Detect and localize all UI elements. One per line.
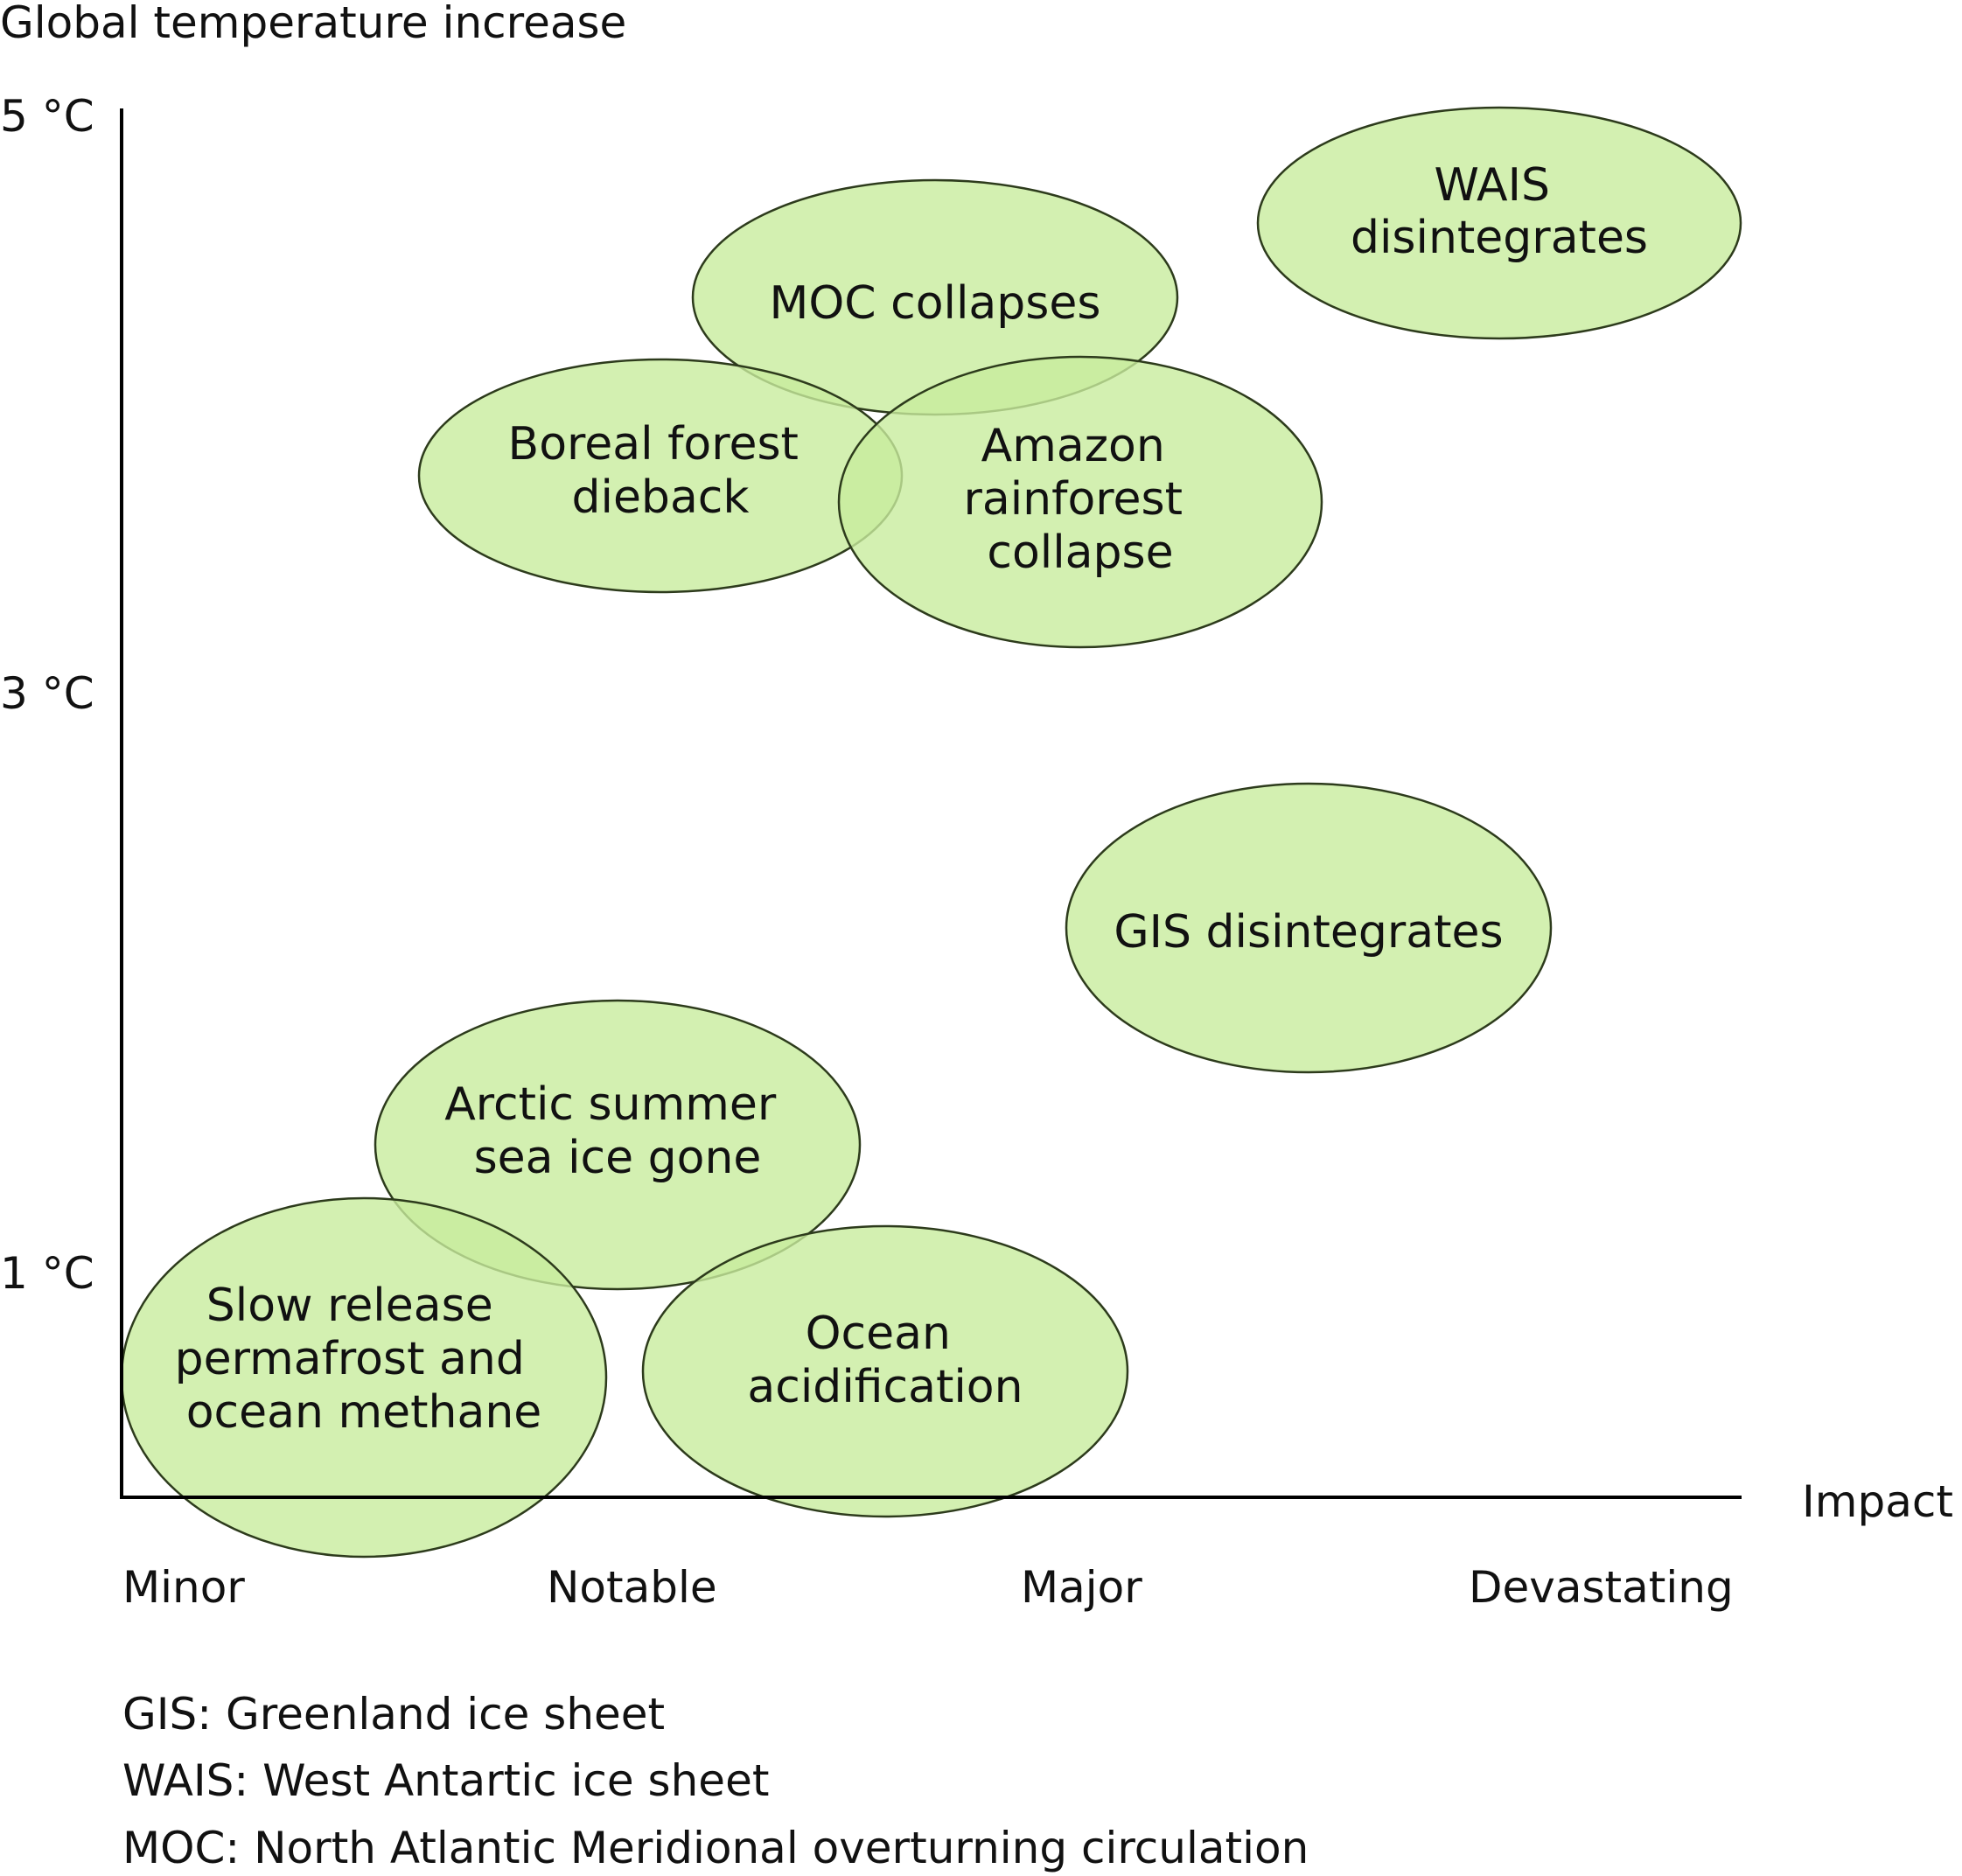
- label-amazon: Amazon rainforest collapse: [963, 420, 1197, 579]
- y-tick-3c: 3 °C: [0, 668, 94, 719]
- note-moc: MOC: North Atlantic Meridional overturni…: [122, 1823, 1309, 1873]
- y-tick-1c: 1 °C: [0, 1248, 94, 1299]
- label-boreal-line-1: Boreal forest: [508, 418, 799, 471]
- label-moc-line-1: MOC collapses: [770, 277, 1101, 330]
- ellipse-arctic: [374, 999, 862, 1291]
- label-amazon-line-1: Amazon: [981, 420, 1165, 472]
- label-moc: MOC collapses: [770, 277, 1101, 330]
- label-ocean-acid-line-2: acidification: [747, 1361, 1023, 1413]
- x-tick-minor: Minor: [122, 1562, 245, 1613]
- label-permafrost: Slow release permafrost and ocean methan…: [175, 1280, 542, 1439]
- label-arctic-line-1: Arctic summer: [444, 1078, 777, 1131]
- label-amazon-line-3: collapse: [987, 527, 1173, 579]
- label-wais-line-2: disintegrates: [1351, 212, 1648, 264]
- ellipse-ocean-acid: [641, 1224, 1129, 1518]
- label-arctic: Arctic summer sea ice gone: [444, 1078, 791, 1184]
- x-tick-major: Major: [1021, 1562, 1142, 1613]
- label-gis: GIS disintegrates: [1114, 906, 1503, 959]
- y-axis-title: Global temperature increase: [0, 0, 626, 48]
- label-ocean-acid: Ocean acidification: [747, 1308, 1023, 1413]
- ellipse-layer: [120, 106, 1742, 1559]
- label-ocean-acid-line-1: Ocean: [806, 1308, 951, 1360]
- label-boreal: Boreal forest dieback: [508, 418, 813, 524]
- label-gis-line-1: GIS disintegrates: [1114, 906, 1503, 959]
- label-arctic-line-2: sea ice gone: [474, 1132, 762, 1184]
- x-axis-title: Impact: [1802, 1476, 1953, 1527]
- y-tick-5c: 5 °C: [0, 91, 94, 142]
- x-tick-notable: Notable: [547, 1562, 717, 1613]
- label-permafrost-line-1: Slow release: [206, 1280, 493, 1332]
- note-wais: WAIS: West Antartic ice sheet: [122, 1755, 769, 1806]
- x-tick-devastating: Devastating: [1469, 1562, 1734, 1613]
- label-permafrost-line-3: ocean methane: [186, 1386, 542, 1439]
- label-boreal-line-2: dieback: [571, 471, 749, 524]
- label-wais: WAIS disintegrates: [1351, 159, 1648, 264]
- ellipse-wais: [1256, 106, 1742, 340]
- label-wais-line-1: WAIS: [1434, 159, 1550, 212]
- ellipse-amazon: [837, 355, 1323, 649]
- label-permafrost-line-2: permafrost and: [175, 1333, 525, 1385]
- label-amazon-line-2: rainforest: [963, 473, 1182, 526]
- note-gis: GIS: Greenland ice sheet: [122, 1689, 665, 1740]
- ellipse-gis: [1065, 782, 1553, 1074]
